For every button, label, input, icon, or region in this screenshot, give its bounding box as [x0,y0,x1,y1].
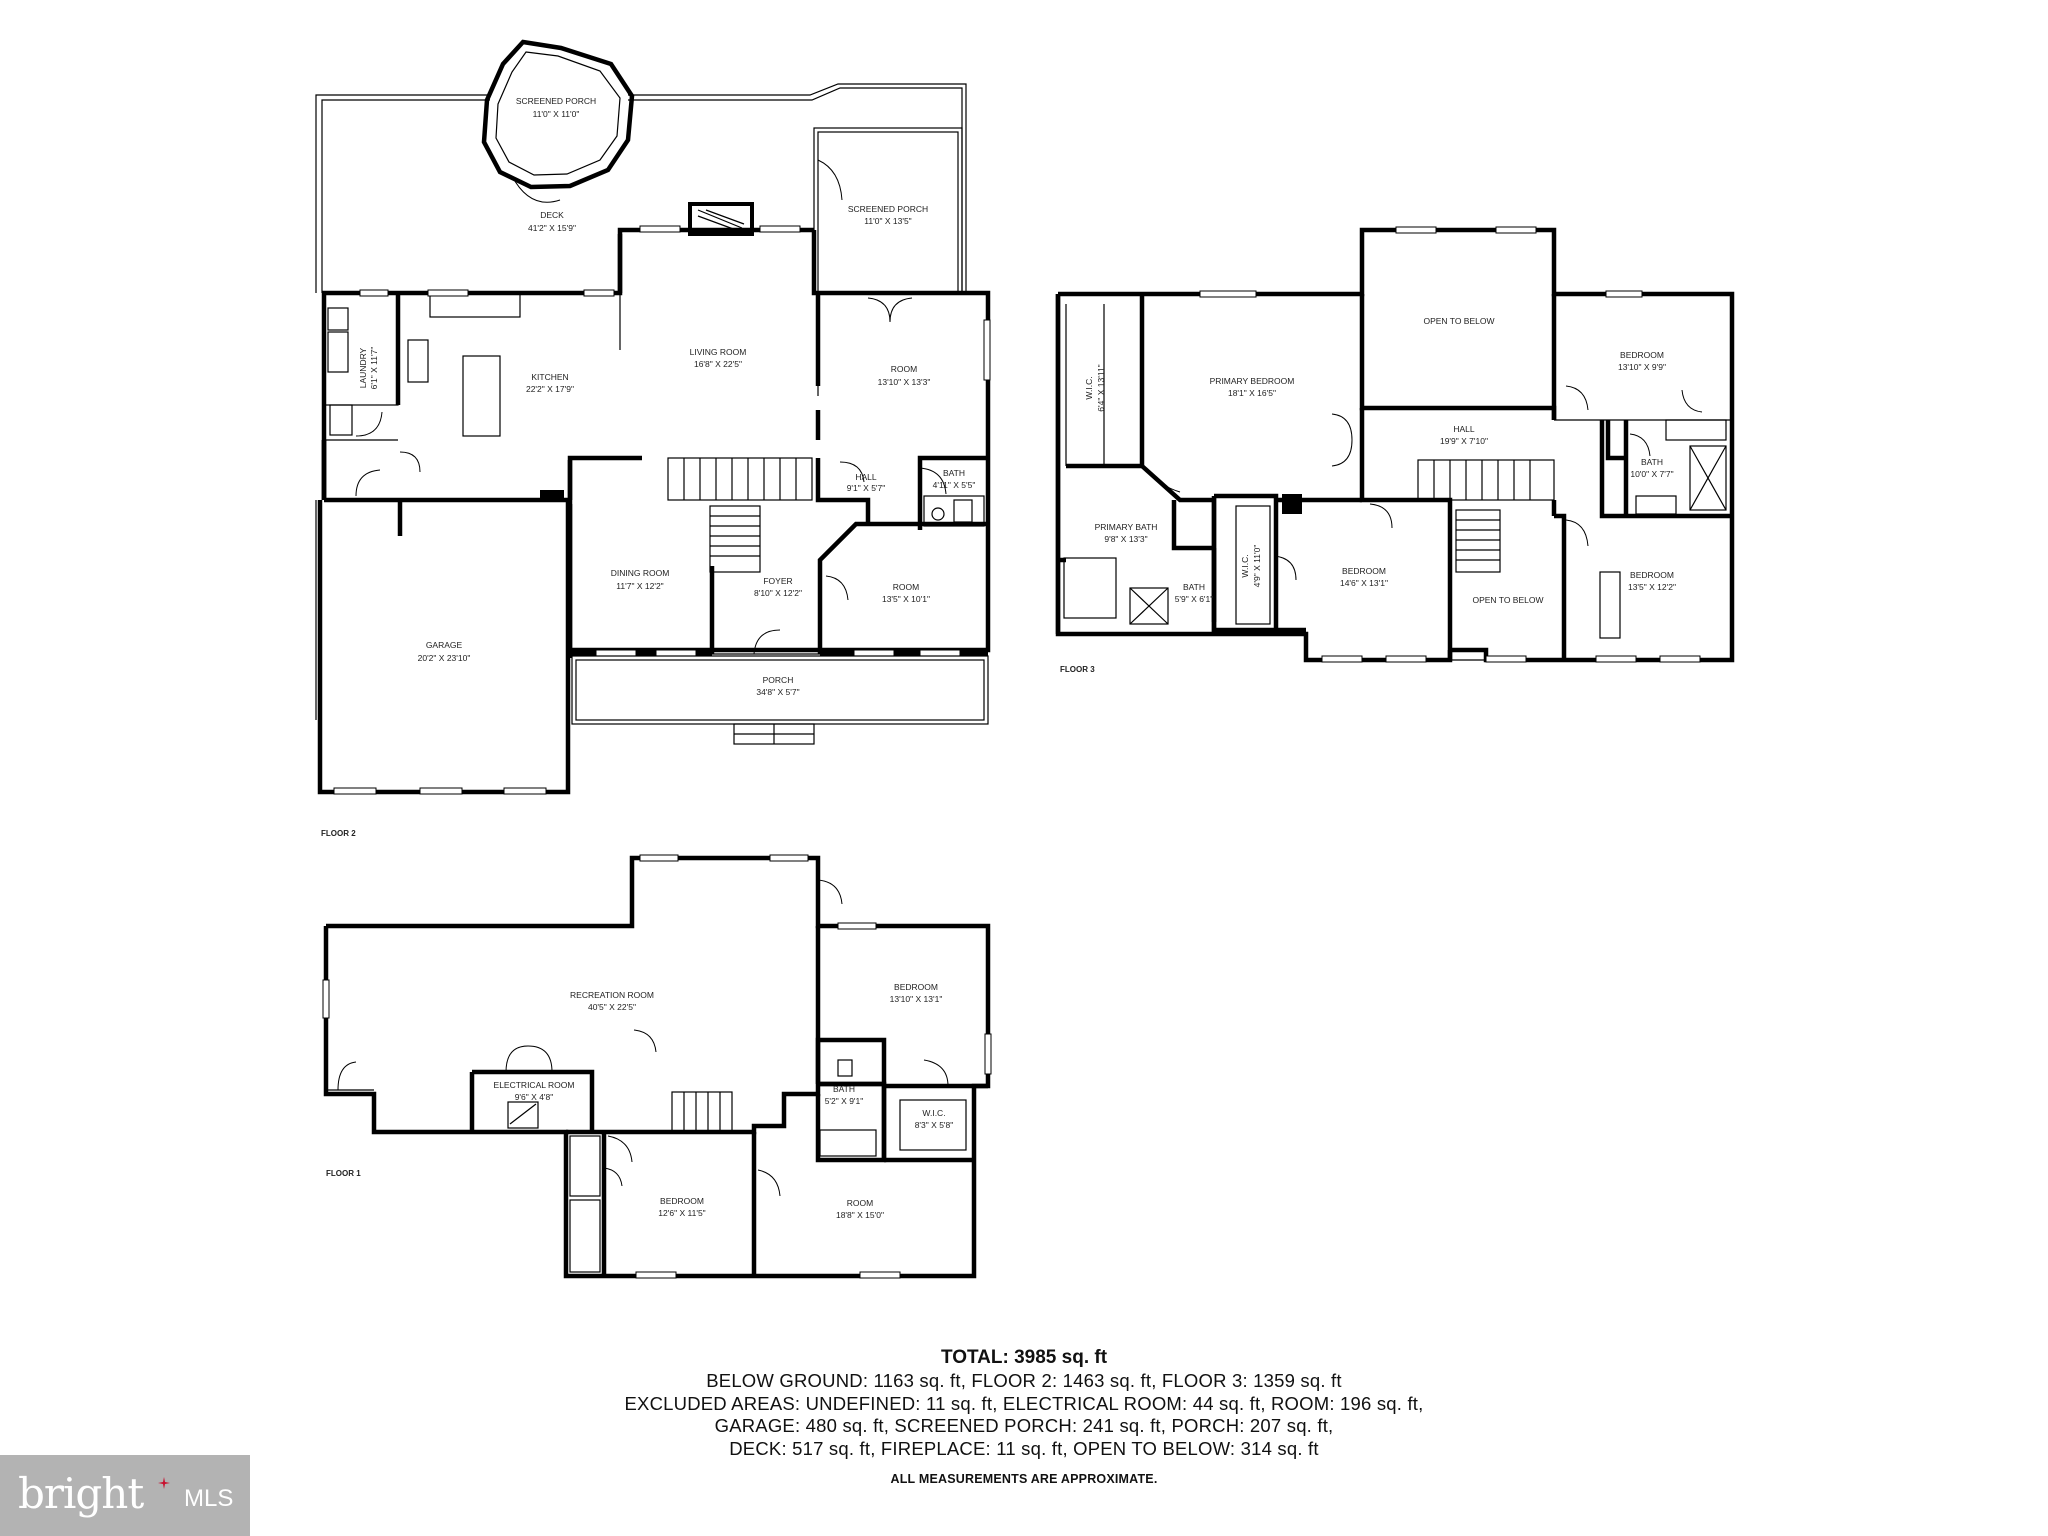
room-dims-garage: 20'2" X 23'10" [418,653,471,663]
room-name-living-room: LIVING ROOM [690,347,747,357]
room-name-room: ROOM [891,364,917,374]
octagon-screened-porch-walls [481,39,635,190]
bright-mls-logo: bright MLS [0,1455,250,1536]
room-dims-bedroom-f1-2: 12'6" X 11'5" [658,1208,705,1218]
stairs-floor2 [667,457,813,501]
room-dims-bath-f1: 5'2" X 9'1" [825,1096,864,1106]
room-name-bath-f1: BATH [833,1084,855,1094]
room-name-wic-f1: W.I.C. [922,1108,945,1118]
stairs-floor1 [671,1091,733,1133]
room-dims-foyer: 8'10" X 12'2" [754,588,802,598]
logo-mls-text: MLS [184,1485,234,1512]
total-area: TOTAL: 3985 sq. ft [940,1347,1108,1368]
room-dims-hall-f3: 19'9" X 7'10" [1440,436,1488,446]
room-name-primary-bedroom: PRIMARY BEDROOM [1210,376,1295,386]
floor-3-label: FLOOR 3 [1060,665,1095,674]
kitchen-island [462,355,501,437]
room-name-bedroom-a: BEDROOM [1620,350,1664,360]
room-dims-wic-2: 4'9" X 11'0" [1252,545,1262,588]
room-dims-bedroom-a: 13'10" X 9'9" [1618,362,1666,372]
room-name-primary-bath: PRIMARY BATH [1095,522,1158,532]
room-name-dining-room: DINING ROOM [611,568,670,578]
room-name-laundry: LAUNDRY [358,347,368,388]
room-dims-living-room: 16'8" X 22'5" [694,359,742,369]
room-name-wic-2: W.I.C. [1240,554,1250,577]
room-name-garage: GARAGE [426,640,463,650]
logo-brand-text: bright [18,1469,144,1518]
room-name-electrical-room: ELECTRICAL ROOM [494,1080,575,1090]
room-dims-bedroom-c: 13'5" X 12'2" [1628,582,1676,592]
room-name-recreation-room: RECREATION ROOM [570,990,654,1000]
room-dims-primary-bath: 9'8" X 13'3" [1104,534,1147,544]
room-name-deck: DECK [540,210,564,220]
room-name-room-f1: ROOM [847,1198,873,1208]
room-dims-electrical-room: 9'6" X 4'8" [515,1092,554,1102]
room-dims-porch: 34'8" X 5'7" [756,687,799,697]
room-dims-deck: 41'2" X 15'9" [528,223,576,233]
room-dims-recreation-room: 40'5" X 22'5" [588,1002,636,1012]
room-dims-bedroom-b: 14'6" X 13'1" [1340,578,1388,588]
room-name-foyer: FOYER [763,576,792,586]
area-breakdown-line-4: DECK: 517 sq. ft, FIREPLACE: 11 sq. ft, … [729,1437,1319,1459]
area-breakdown-line-1: BELOW GROUND: 1163 sq. ft, FLOOR 2: 1463… [706,1370,1342,1391]
room-name-hall: HALL [855,472,877,482]
room-dims-hall: 9'1" X 5'7" [847,483,886,493]
room-dims-bedroom-f1: 13'10" X 13'1" [890,994,943,1004]
room-name-bath-b: BATH [1183,582,1205,592]
room-name-bedroom-f1-2: BEDROOM [660,1196,704,1206]
floor-1-plan [322,854,992,1279]
room-dims-primary-bedroom: 18'1" X 16'5" [1228,388,1276,398]
room-dims-kitchen: 22'2" X 17'9" [526,384,574,394]
room-name-screened-porch-2: SCREENED PORCH [848,204,928,214]
room-name-bedroom-b: BEDROOM [1342,566,1386,576]
room-dims-dining-room: 11'7" X 12'2" [616,581,663,591]
room-name-hall-f3: HALL [1453,424,1475,434]
logo-spark-icon [158,1477,170,1489]
floor-1-label: FLOOR 1 [326,1169,361,1178]
area-breakdown-line-3: GARAGE: 480 sq. ft, SCREENED PORCH: 241 … [714,1415,1334,1436]
room-dims-room-f1: 18'8" X 15'0" [836,1210,884,1220]
floor-3-plan [1055,226,1735,663]
room-name-bedroom-c: BEDROOM [1630,570,1674,580]
measurement-disclaimer: ALL MEASUREMENTS ARE APPROXIMATE. [890,1472,1158,1486]
room-name-kitchen: KITCHEN [531,372,568,382]
room-name-bedroom-f1: BEDROOM [894,982,938,992]
room-dims-bath-a: 10'0" X 7'7" [1630,469,1673,479]
room-dims-screened-porch-2: 11'0" X 13'5" [864,216,911,226]
room-name-bath-a: BATH [1641,457,1663,467]
room-name-porch: PORCH [763,675,794,685]
fireplace [688,202,754,236]
stairs-floor3 [1417,459,1555,501]
area-summary: TOTAL: 3985 sq. ft BELOW GROUND: 1163 sq… [0,1346,2048,1486]
room-name-screened-porch-octagon: SCREENED PORCH [516,96,596,106]
room-name-open-to-below-2: OPEN TO BELOW [1472,595,1543,605]
room-name-room-2: ROOM [893,582,919,592]
room-dims-laundry: 6'1" X 11'7" [369,347,379,390]
area-breakdown-line-2: EXCLUDED AREAS: UNDEFINED: 11 sq. ft, EL… [624,1392,1424,1414]
room-dims-wic-1: 6'4" X 13'11" [1096,364,1106,411]
room-dims-bath: 4'11" X 5'5" [933,480,976,490]
room-name-bath: BATH [943,468,965,478]
room-dims-bath-b: 5'9" X 6'1" [1175,594,1214,604]
room-dims-room: 13'10" X 13'3" [878,377,931,387]
room-name-open-to-below-1: OPEN TO BELOW [1423,316,1494,326]
floor-2-label: FLOOR 2 [321,829,356,838]
room-dims-room-2: 13'5" X 10'1" [882,594,930,604]
floor-2-plan [315,39,991,795]
room-name-wic-1: W.I.C. [1084,376,1094,399]
room-dims-screened-porch-octagon: 11'0" X 11'0" [533,109,580,119]
room-dims-wic-f1: 8'3" X 5'8" [915,1120,954,1130]
